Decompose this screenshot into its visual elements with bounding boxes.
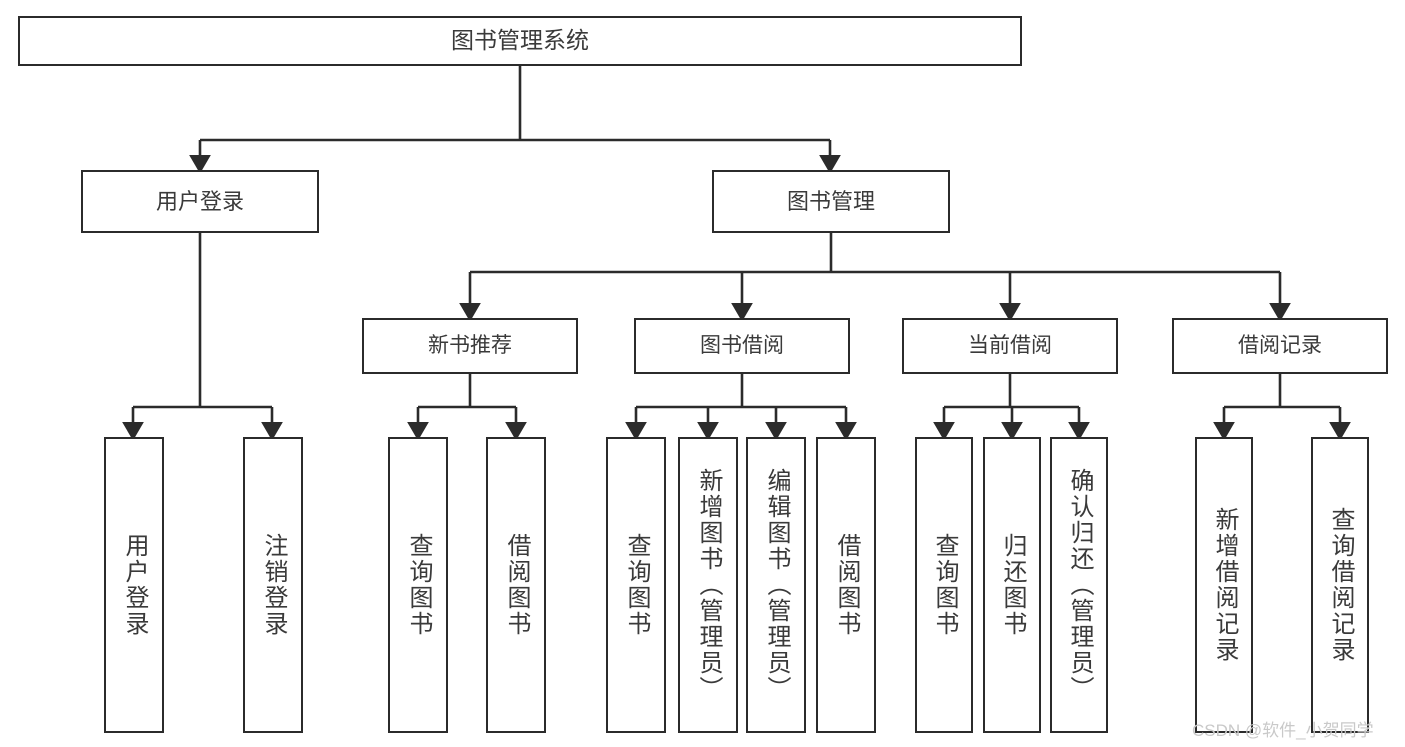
node-label: 用户登录 — [155, 188, 244, 214]
leaf-edit-book-admin[interactable]: 编辑图书（管理员） — [746, 437, 806, 733]
leaf-user-login[interactable]: 用户登录 — [104, 437, 164, 733]
node-label: 新增图书（管理员） — [695, 468, 722, 702]
leaf-query-borrow-record[interactable]: 查询借阅记录 — [1311, 437, 1369, 733]
leaf-confirm-return-admin[interactable]: 确认归还（管理员） — [1050, 437, 1108, 733]
leaf-query-book-borrow[interactable]: 查询图书 — [606, 437, 666, 733]
node-book-management[interactable]: 图书管理 — [712, 170, 950, 233]
node-label: 借阅图书 — [833, 533, 860, 637]
node-label: 查询图书 — [405, 533, 432, 637]
leaf-add-borrow-record[interactable]: 新增借阅记录 — [1195, 437, 1253, 733]
node-label: 新书推荐 — [428, 333, 512, 357]
node-label: 图书管理 — [786, 188, 875, 214]
node-label: 图书借阅 — [700, 333, 784, 357]
node-root-system[interactable]: 图书管理系统 — [18, 16, 1022, 66]
leaf-query-book-current[interactable]: 查询图书 — [915, 437, 973, 733]
node-label: 确认归还（管理员） — [1066, 468, 1093, 702]
node-new-book-recommend[interactable]: 新书推荐 — [362, 318, 578, 374]
node-user-login[interactable]: 用户登录 — [81, 170, 319, 233]
node-borrow-records[interactable]: 借阅记录 — [1172, 318, 1388, 374]
leaf-logout[interactable]: 注销登录 — [243, 437, 303, 733]
leaf-add-book-admin[interactable]: 新增图书（管理员） — [678, 437, 738, 733]
node-label: 借阅图书 — [503, 533, 530, 637]
node-label: 归还图书 — [999, 533, 1026, 637]
leaf-query-book-recommend[interactable]: 查询图书 — [388, 437, 448, 733]
node-label: 查询图书 — [931, 533, 958, 637]
node-label: 编辑图书（管理员） — [763, 468, 790, 702]
leaf-borrow-book[interactable]: 借阅图书 — [816, 437, 876, 733]
node-label: 借阅记录 — [1238, 333, 1322, 357]
node-label: 查询图书 — [623, 533, 650, 637]
leaf-return-book[interactable]: 归还图书 — [983, 437, 1041, 733]
leaf-borrow-book-recommend[interactable]: 借阅图书 — [486, 437, 546, 733]
node-label: 新增借阅记录 — [1211, 507, 1238, 663]
node-current-borrow[interactable]: 当前借阅 — [902, 318, 1118, 374]
node-label: 用户登录 — [121, 533, 148, 637]
node-label: 注销登录 — [260, 533, 287, 637]
node-label: 当前借阅 — [968, 333, 1052, 357]
node-label: 查询借阅记录 — [1327, 507, 1354, 663]
node-book-borrow[interactable]: 图书借阅 — [634, 318, 850, 374]
node-label: 图书管理系统 — [451, 27, 589, 54]
